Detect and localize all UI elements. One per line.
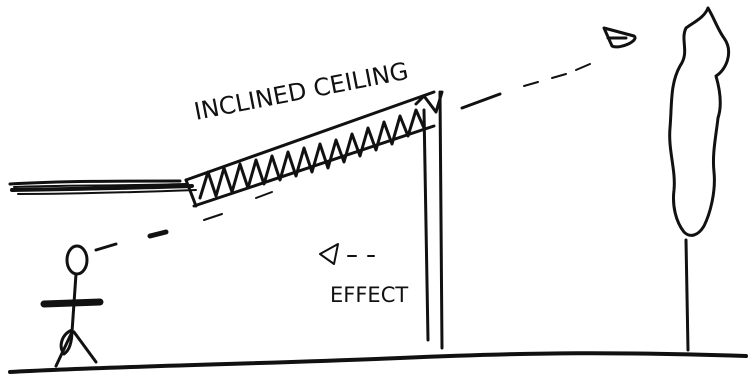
tree [670, 8, 729, 350]
effect-label: EFFECT [330, 283, 408, 307]
ceiling-label: INCLINED CEILING [192, 57, 411, 126]
eye-mark-effect [320, 244, 374, 264]
person-figure [44, 246, 100, 366]
flat-ceiling [10, 181, 196, 194]
person-head [67, 246, 87, 274]
eye-mark-top [604, 28, 635, 47]
ground-line [10, 353, 746, 372]
